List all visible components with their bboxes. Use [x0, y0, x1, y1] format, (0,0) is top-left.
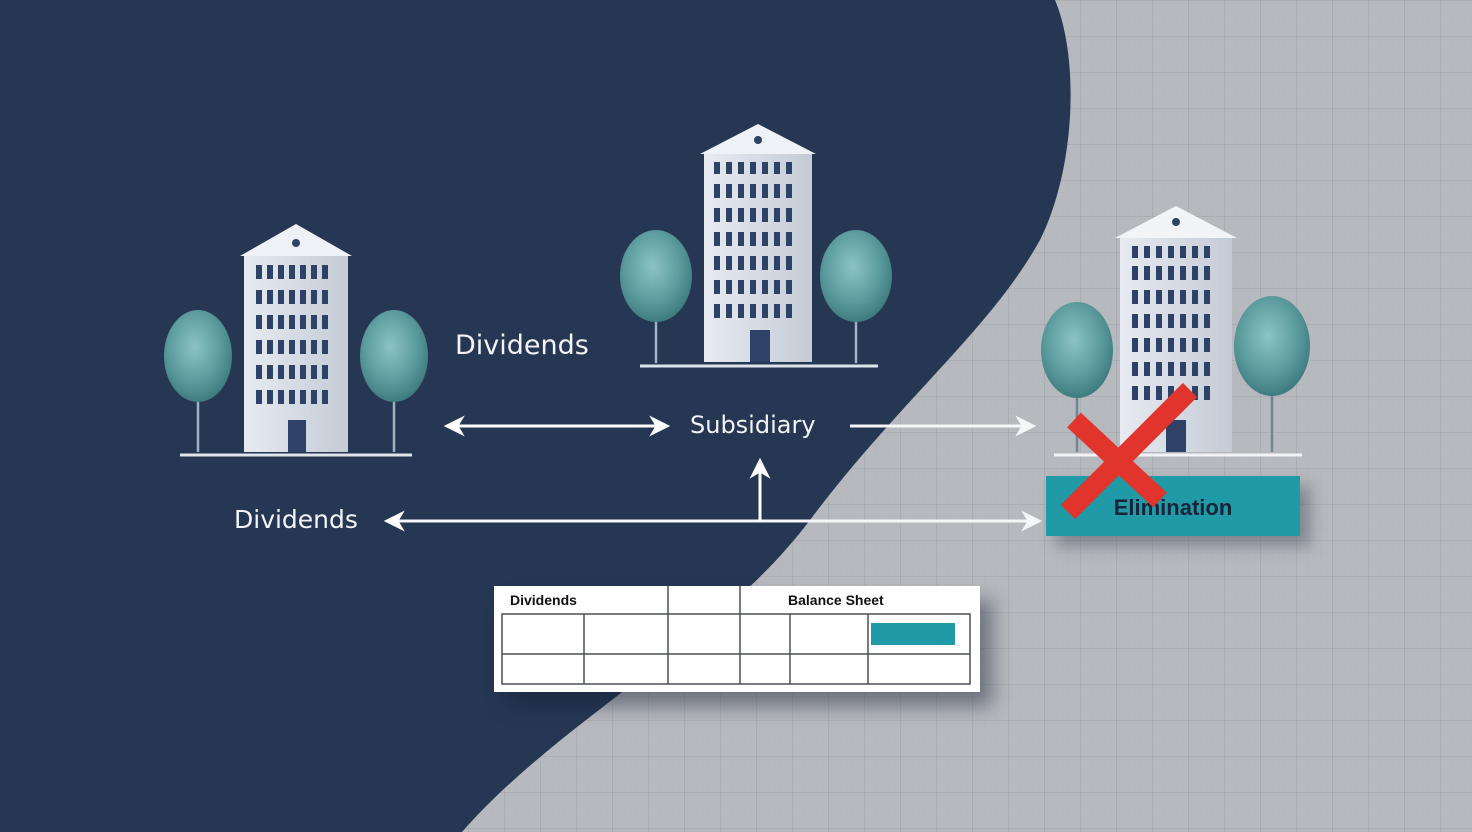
building-icon — [700, 124, 816, 362]
tree-icon — [1234, 296, 1310, 452]
balance-sheet-table: Dividends Balance Sheet — [494, 586, 980, 692]
subsidiary-building-group — [620, 124, 892, 368]
table-grid — [501, 586, 971, 685]
tree-icon — [820, 230, 892, 363]
table-header-dividends: Dividends — [510, 592, 577, 608]
dividends-label-bottom: Dividends — [234, 505, 358, 534]
highlight-cell — [871, 623, 955, 645]
building-icon — [240, 224, 352, 452]
subsidiary-label: Subsidiary — [690, 411, 816, 439]
table-header-balance-sheet: Balance Sheet — [788, 592, 884, 608]
dividends-label-top: Dividends — [455, 330, 589, 361]
tree-icon — [164, 310, 232, 452]
tree-icon — [1041, 302, 1113, 452]
tree-icon — [620, 230, 692, 363]
parent-building-group — [164, 224, 428, 457]
elimination-cross-icon — [1060, 382, 1198, 520]
elimination-label: Elimination — [1113, 495, 1233, 520]
tree-icon — [360, 310, 428, 452]
